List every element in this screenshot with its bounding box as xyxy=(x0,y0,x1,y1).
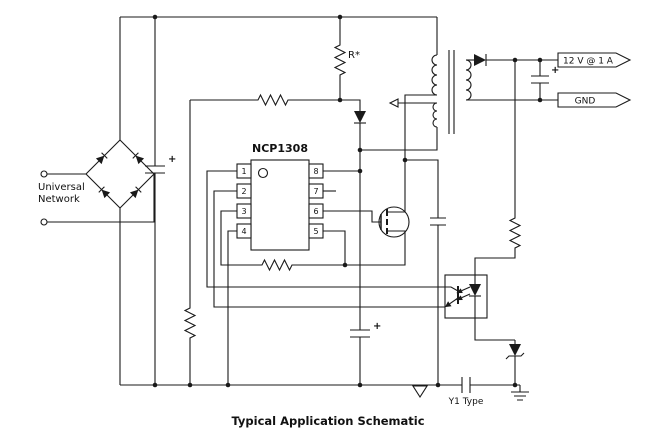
earth-ground-icon xyxy=(511,385,529,401)
transformer xyxy=(360,50,472,151)
output-capacitor: + xyxy=(531,60,559,100)
ic-pin-wires xyxy=(206,170,445,385)
startup-resistor: R* xyxy=(333,17,360,100)
junction-dots xyxy=(152,14,543,388)
controller-ic: NCP1308 1 2 3 4 8 7 6 5 xyxy=(236,142,324,251)
primary-winding xyxy=(431,54,438,96)
schematic-title: Typical Application Schematic xyxy=(231,414,424,428)
r-star-label: R* xyxy=(348,50,360,61)
pin-number-4: 4 xyxy=(241,227,246,236)
bulk-cap-plus-label: + xyxy=(168,154,176,165)
ground-resistor xyxy=(183,100,197,385)
aux-winding xyxy=(432,102,438,128)
voltage-flag xyxy=(557,52,632,68)
mosfet xyxy=(378,94,437,238)
ground-flag-label: GND xyxy=(575,97,596,107)
vcc-diode xyxy=(354,111,366,385)
ic-name-label: NCP1308 xyxy=(252,142,308,155)
vcc-cap-plus-label: + xyxy=(373,321,381,332)
y1-cap-label: Y1 Type xyxy=(448,397,484,407)
output-cap-plus-label: + xyxy=(551,65,559,76)
y1-capacitor: Y1 Type xyxy=(448,377,484,407)
pin-number-2: 2 xyxy=(241,187,246,196)
ground-flag xyxy=(557,92,632,108)
top-rail xyxy=(119,16,438,140)
output-rectifier-diode xyxy=(466,54,558,66)
pin-number-1: 1 xyxy=(241,167,246,176)
bridge-rectifier xyxy=(85,139,155,209)
input-terminal-top xyxy=(40,170,48,178)
voltage-flag-label: 12 V @ 1 A xyxy=(563,57,614,67)
zener-diode xyxy=(505,340,525,385)
optocoupler xyxy=(444,274,515,341)
opto-led-icon xyxy=(469,284,481,296)
feedback-resistor xyxy=(474,60,522,284)
output-flags: 12 V @ 1 A GND xyxy=(557,52,632,108)
pin1-indicator-icon xyxy=(257,167,269,179)
bulk-capacitor: + xyxy=(145,17,176,385)
resonant-capacitor xyxy=(405,159,446,385)
input-terminal-bottom xyxy=(40,218,48,226)
aux-arrow-icon xyxy=(388,98,399,108)
primary-ground-icon xyxy=(411,385,429,399)
input-label-line2: Network xyxy=(38,194,80,205)
pin-number-6: 6 xyxy=(313,207,318,216)
pin-number-7: 7 xyxy=(313,187,318,196)
opto-collector xyxy=(445,286,459,292)
secondary-winding xyxy=(465,59,472,101)
pin-number-5: 5 xyxy=(313,227,318,236)
mosfet-drain-wire xyxy=(387,94,437,213)
transformer-core xyxy=(448,50,455,134)
sense-resistor xyxy=(220,210,406,272)
vcc-capacitor: + xyxy=(350,321,381,338)
pin-number-3: 3 xyxy=(241,207,246,216)
pin-number-8: 8 xyxy=(313,167,318,176)
opto-emitter-arrow-icon xyxy=(444,297,459,308)
bottom-rail xyxy=(119,208,520,386)
demag-resistor xyxy=(190,93,361,111)
input-label-line1: Universal xyxy=(38,182,85,193)
ac-input: Universal Network xyxy=(38,170,155,226)
